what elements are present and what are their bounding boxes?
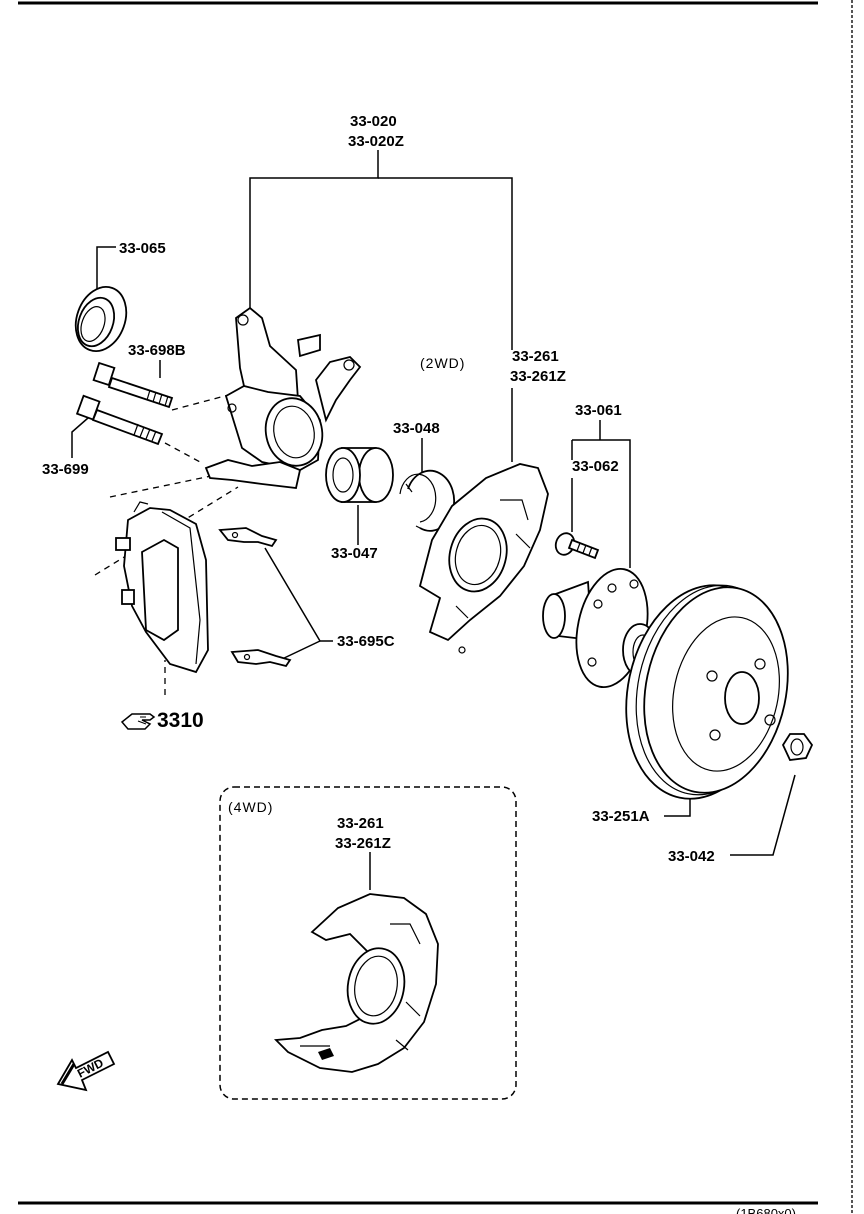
dust-shield-2wd-part[interactable] [418,463,549,654]
pointing-hand-icon [120,713,156,730]
brake-caliper-part[interactable] [115,501,209,674]
footer-code: (1B680x0) [736,1206,796,1214]
bolt-699-part[interactable] [75,394,164,446]
label-shield-4wd-1[interactable]: 33-261 [337,815,384,832]
dust-shield-4wd-part[interactable] [273,893,439,1073]
leader-lines [71,150,796,890]
label-shield-2wd-1[interactable]: 33-261 [512,348,559,365]
label-disc[interactable]: 33-251A [592,808,650,825]
label-knuckle-2[interactable]: 33-020Z [348,133,404,150]
label-snap-ring[interactable]: 33-048 [393,420,440,437]
label-bolt-b[interactable]: 33-698B [128,342,186,359]
hub-nut-part[interactable] [781,733,814,761]
label-bolt[interactable]: 33-699 [42,461,89,478]
label-shield-2wd-2[interactable]: 33-261Z [510,368,566,385]
label-variant-2wd: (2WD) [420,355,465,371]
anti-rattle-spring-lower-part[interactable] [230,649,292,668]
bolt-698b-part[interactable] [92,361,174,409]
steering-knuckle-part[interactable] [204,306,362,489]
brake-disc-part[interactable] [607,571,806,813]
label-nut[interactable]: 33-042 [668,848,715,865]
anti-rattle-spring-upper-part[interactable] [218,527,278,548]
fwd-arrow-icon [56,1050,116,1092]
wheel-bearing-part[interactable] [325,447,394,503]
label-variant-4wd: (4WD) [228,799,273,815]
label-seal[interactable]: 33-065 [119,240,166,257]
hub-bolt-part[interactable] [553,531,600,560]
four-wd-box [219,786,517,1100]
label-caliper-ref[interactable]: 3310 [157,709,204,732]
label-spring[interactable]: 33-695C [337,633,395,650]
snap-ring-part[interactable] [399,469,455,532]
oil-seal-part[interactable] [67,280,135,358]
label-shield-4wd-2[interactable]: 33-261Z [335,835,391,852]
label-hub-bolt[interactable]: 33-062 [572,458,619,475]
label-bearing[interactable]: 33-047 [331,545,378,562]
label-knuckle-1[interactable]: 33-020 [350,113,397,130]
label-hub[interactable]: 33-061 [575,402,622,419]
